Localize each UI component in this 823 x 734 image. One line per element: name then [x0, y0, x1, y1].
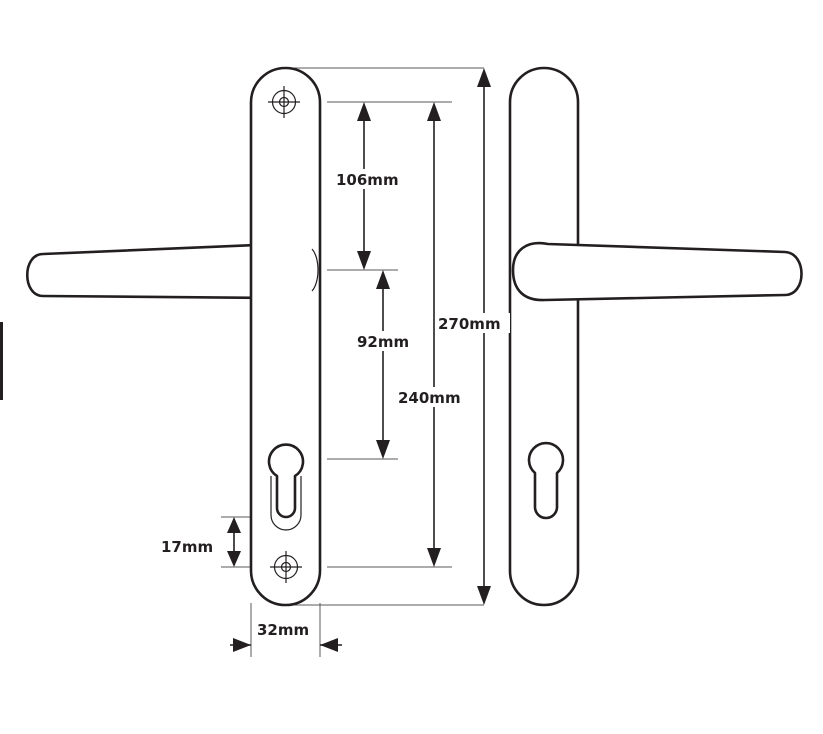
- left-backplate: [249, 66, 322, 607]
- right-backplate: [508, 66, 580, 607]
- dim-270mm: [477, 68, 491, 605]
- label-270mm: 270mm: [438, 315, 501, 333]
- top-screw-icon: [268, 86, 300, 118]
- dim-92mm: [376, 270, 390, 459]
- label-240mm: 240mm: [398, 389, 461, 407]
- label-106mm: 106mm: [336, 171, 399, 189]
- dim-240mm: [427, 102, 441, 567]
- edge-mark: [0, 322, 3, 400]
- dim-32mm: [230, 638, 342, 652]
- left-handle: [25, 66, 322, 607]
- extension-lines: [221, 67, 484, 657]
- label-17mm: 17mm: [161, 538, 213, 556]
- label-32mm: 32mm: [257, 621, 309, 639]
- right-keyhole-icon: [527, 441, 565, 520]
- left-rose-curve: [311, 248, 319, 292]
- bottom-screw-icon: [270, 551, 302, 583]
- dim-17mm: [227, 517, 241, 567]
- left-keyhole-icon: [267, 443, 305, 531]
- right-lever: [511, 241, 803, 302]
- label-92mm: 92mm: [357, 333, 409, 351]
- right-handle: [508, 66, 803, 607]
